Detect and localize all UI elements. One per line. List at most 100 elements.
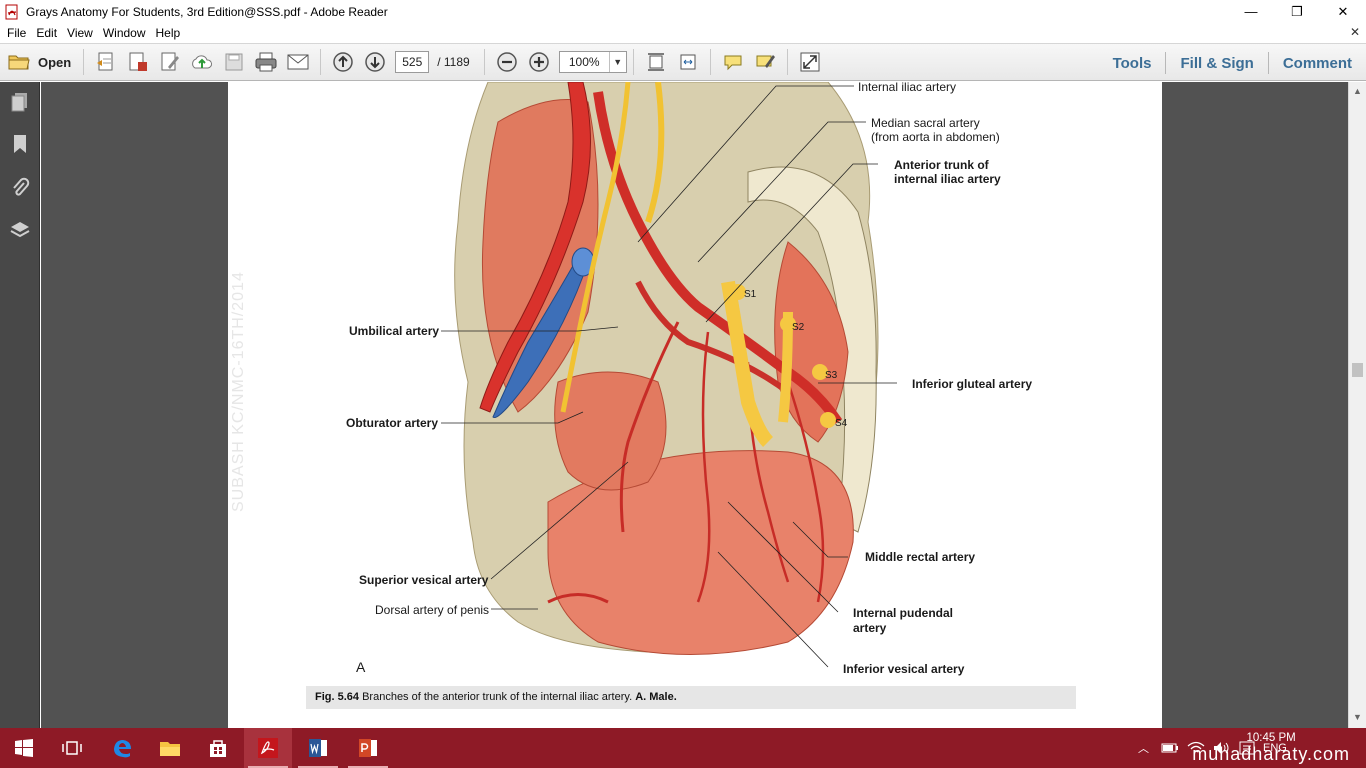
cloud-upload-icon (192, 55, 213, 69)
page-number-input[interactable]: 525 (395, 51, 430, 73)
comment-pane-button[interactable]: Comment (1267, 52, 1366, 74)
page-total: / 1189 (437, 55, 470, 69)
menu-file[interactable]: File (7, 26, 27, 40)
input-language[interactable]: ENG (1263, 742, 1287, 754)
toolbar-separator (786, 49, 788, 75)
label-umbilical: Umbilical artery (349, 324, 440, 338)
bookmarks-icon[interactable] (8, 132, 32, 156)
navigation-pane (0, 82, 40, 728)
scroll-up-icon[interactable]: ▲ (1353, 86, 1362, 96)
fit-width-button[interactable] (673, 47, 703, 77)
powerpoint-taskbar-button[interactable] (344, 728, 392, 768)
create-pdf-icon (97, 52, 113, 71)
chevron-down-icon: ▼ (613, 57, 623, 67)
adobe-reader-icon (258, 738, 278, 758)
save-icon (225, 53, 243, 71)
comment-bubble-icon (724, 55, 742, 71)
title-bar: Grays Anatomy For Students, 3rd Edition@… (0, 0, 1366, 23)
email-button[interactable] (283, 47, 313, 77)
open-button[interactable]: Open (0, 53, 77, 71)
fit-page-icon (647, 53, 664, 71)
highlight-button[interactable] (750, 47, 780, 77)
label-s4: S4 (835, 418, 848, 429)
scrollbar-thumb[interactable] (1352, 363, 1363, 377)
save-button[interactable] (219, 47, 249, 77)
battery-icon[interactable] (1161, 742, 1179, 754)
close-document-button[interactable]: ✕ (1349, 25, 1360, 39)
powerpoint-icon (359, 739, 377, 757)
edit-pdf-button[interactable] (155, 47, 185, 77)
word-icon (309, 739, 327, 757)
plus-circle-icon (528, 52, 549, 72)
close-button[interactable]: ✕ (1337, 3, 1349, 19)
label-inferior-vesical: Inferior vesical artery (843, 662, 965, 676)
zoom-out-button[interactable] (492, 47, 522, 77)
document-area[interactable]: SUBASH KC/NMC-16TH/2014 Internal iliac a… (41, 82, 1348, 728)
restore-button[interactable]: ❐ (1291, 3, 1303, 19)
panel-letter: A (356, 659, 366, 675)
label-anterior-trunk-2: internal iliac artery (894, 172, 1001, 186)
layers-icon[interactable] (8, 218, 32, 242)
caption-figure-number: Fig. 5.64 (315, 691, 360, 703)
attachments-icon[interactable] (8, 176, 32, 200)
menu-bar: File Edit View Window Help ✕ (0, 23, 1366, 43)
vertical-scrollbar[interactable]: ▲ ▼ (1348, 82, 1366, 728)
printer-icon (255, 52, 277, 72)
label-anterior-trunk: Anterior trunk of (894, 158, 989, 172)
word-taskbar-button[interactable] (294, 728, 342, 768)
next-page-button[interactable] (360, 47, 390, 77)
scroll-down-icon[interactable]: ▼ (1353, 712, 1362, 722)
label-s3: S3 (825, 370, 838, 381)
expand-icon (800, 52, 820, 72)
upload-button[interactable] (187, 47, 217, 77)
print-button[interactable] (251, 47, 281, 77)
task-view-button[interactable] (48, 728, 96, 768)
wifi-icon[interactable] (1187, 741, 1205, 755)
menu-edit[interactable]: Edit (36, 26, 58, 40)
menu-help[interactable]: Help (155, 26, 181, 40)
create-pdf-button[interactable] (91, 47, 121, 77)
page-thumbnails-icon[interactable] (8, 90, 32, 114)
minus-circle-icon (496, 52, 517, 72)
task-view-icon (62, 741, 82, 755)
fill-sign-pane-button[interactable]: Fill & Sign (1165, 52, 1267, 74)
zoom-in-button[interactable] (524, 47, 554, 77)
full-screen-button[interactable] (795, 47, 825, 77)
clock-date: muhadharaty.com (1192, 744, 1350, 764)
file-explorer-button[interactable] (146, 728, 194, 768)
zoom-select[interactable]: 100% ▼ (558, 51, 627, 73)
label-middle-rectal: Middle rectal artery (865, 550, 976, 564)
watermark-text: SUBASH KC/NMC-16TH/2014 (230, 271, 247, 512)
label-s2: S2 (792, 322, 805, 333)
arrow-down-circle-icon (365, 52, 385, 72)
start-button[interactable] (0, 728, 48, 768)
export-pdf-button[interactable] (123, 47, 153, 77)
previous-page-button[interactable] (328, 47, 358, 77)
menu-window[interactable]: Window (102, 26, 146, 40)
sticky-note-button[interactable] (718, 47, 748, 77)
adobe-reader-window: Grays Anatomy For Students, 3rd Edition@… (0, 0, 1366, 728)
highlighter-icon (756, 55, 775, 68)
envelope-icon (287, 54, 309, 70)
store-button[interactable] (194, 728, 242, 768)
action-center-icon[interactable] (1239, 741, 1255, 755)
caption-panel: A. Male. (635, 691, 677, 703)
zoom-value: 100% (560, 52, 610, 72)
toolbar-separator (483, 49, 485, 75)
clock-time: 10:45 PM (1246, 732, 1296, 744)
adobe-reader-taskbar-button[interactable] (244, 728, 292, 768)
tools-pane-button[interactable]: Tools (1112, 54, 1152, 72)
open-label: Open (38, 54, 72, 70)
minimize-button[interactable]: — (1244, 4, 1258, 19)
volume-icon[interactable] (1213, 741, 1231, 755)
edge-button[interactable] (98, 728, 146, 768)
menu-view[interactable]: View (67, 26, 93, 40)
toolbar: Open 525 / 1189 (0, 43, 1366, 81)
label-internal-pudendal-2: artery (853, 621, 887, 635)
clock[interactable]: 10:45 PM muhadharaty.com (1192, 730, 1350, 764)
label-obturator: Obturator artery (346, 416, 439, 430)
fit-page-button[interactable] (641, 47, 671, 77)
pdf-page: SUBASH KC/NMC-16TH/2014 Internal iliac a… (228, 82, 1162, 728)
window-title: Grays Anatomy For Students, 3rd Edition@… (26, 4, 388, 19)
chevron-up-icon[interactable]: ︿ (1138, 743, 1149, 755)
